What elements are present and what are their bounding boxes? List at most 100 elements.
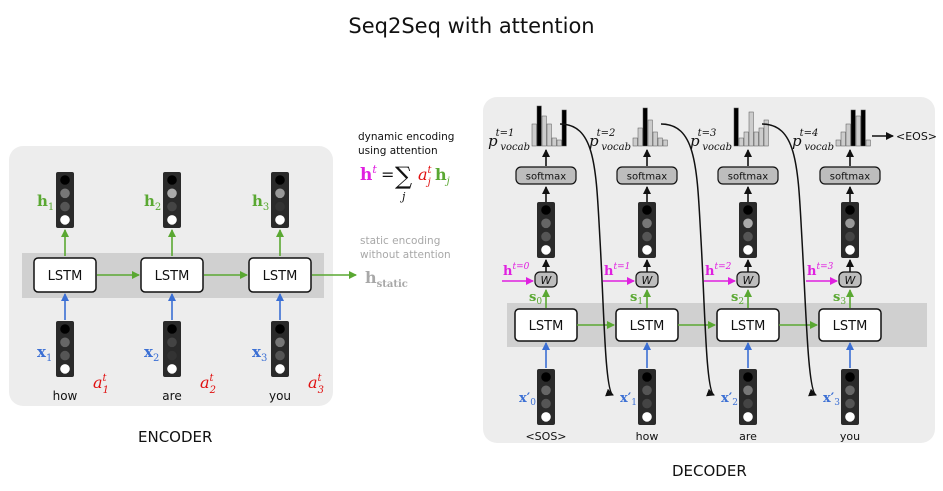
decoder-input-word: <SOS>	[525, 430, 566, 443]
formula-a: a	[418, 165, 428, 184]
encoder-input-label: x3	[252, 343, 267, 364]
encoder-hidden-label-part: h	[37, 192, 48, 210]
encoder-input-label-part: x	[37, 343, 47, 361]
decoder-output-vector	[537, 202, 555, 258]
decoder-output-vector-unit	[844, 217, 856, 229]
encoder-hidden-vector-unit	[166, 187, 178, 199]
vocab-prob-label-part: p	[589, 132, 599, 150]
vocab-distribution-bar	[845, 123, 851, 147]
context-label-part: h	[705, 264, 715, 279]
decoder-output-vector-unit	[844, 244, 856, 256]
decoder-lstm-cell-box	[818, 308, 882, 342]
encoder-attention-weight-part: 2	[209, 385, 216, 396]
vocab-distribution-bar	[763, 119, 769, 147]
attention-note-line1: dynamic encoding	[358, 131, 454, 143]
vocab-prob-label-part: t=1	[496, 128, 515, 139]
softmax-rect	[515, 166, 577, 185]
static-sub: static	[377, 279, 408, 290]
encoder-lstm-cell: LSTM	[140, 257, 204, 293]
decoder-input-vector-unit	[844, 411, 856, 423]
w-rect	[534, 271, 558, 288]
vocab-distribution-bar	[657, 137, 663, 147]
decoder-lstm-cell-label: LSTM	[630, 319, 665, 334]
state-label-part: s	[630, 290, 637, 305]
formula-lhs-sup: t	[372, 163, 377, 176]
encoder-input-label: x1	[37, 343, 52, 364]
decoder-input-vector-frame	[739, 369, 757, 425]
encoder-hidden-vector-unit	[166, 174, 178, 186]
encoder-hidden-label-part: 1	[48, 202, 54, 213]
state-label: s1	[630, 290, 643, 307]
w-rect	[838, 271, 862, 288]
encoder-hidden-vector-unit	[166, 201, 178, 213]
attention-w-box: W	[736, 271, 760, 288]
state-label: s0	[529, 290, 542, 307]
decoder-input-vector-unit	[742, 384, 754, 396]
decoder-input-label: x′1	[620, 391, 637, 408]
softmax-label: softmax	[526, 172, 566, 183]
encoder-lstm-cell-box	[248, 257, 312, 293]
vocab-distribution-bar	[835, 139, 841, 147]
encoder-input-label-part: x	[252, 343, 262, 361]
vocab-distribution-bar	[536, 105, 542, 147]
decoder-lstm-cell: LSTM	[514, 308, 578, 342]
w-label: W	[845, 274, 857, 287]
decoder-input-word-part: are	[739, 430, 757, 443]
decoder-input-label-part: x′	[519, 391, 531, 406]
encoder-hidden-vector-unit	[274, 187, 286, 199]
decoder-output-vector-unit	[540, 204, 552, 216]
encoder-attention-weight-part: a	[200, 373, 210, 392]
vocab-distribution-bar	[855, 115, 861, 147]
decoder-input-vector-unit	[844, 371, 856, 383]
softmax-rect	[717, 166, 779, 185]
attention-w-box: W	[635, 271, 659, 288]
decoder-input-label: x′3	[823, 391, 840, 408]
decoder-input-label-part: x′	[620, 391, 632, 406]
decoder-output-vector-unit	[641, 244, 653, 256]
encoder-hidden-vector-unit	[59, 214, 71, 226]
encoder-input-word-part: are	[162, 389, 181, 403]
encoder-input-vector-unit	[274, 323, 286, 335]
feedback-arrow	[761, 123, 817, 397]
encoder-input-word: are	[162, 389, 181, 403]
vocab-distribution-bar	[748, 111, 754, 147]
encoder-hidden-vector-unit	[274, 201, 286, 213]
vocab-distribution-bar	[662, 139, 668, 147]
state-label-part: 1	[637, 297, 643, 307]
encoder-input-vector-unit	[274, 349, 286, 362]
decoder-input-vector-unit	[742, 397, 754, 410]
decoder-output-vector	[739, 202, 757, 258]
encoder-lstm-cell-label: LSTM	[48, 269, 83, 284]
encoder-input-vector-unit	[166, 349, 178, 362]
decoder-output-vector-unit	[742, 244, 754, 256]
formula-sum-sub: j	[399, 190, 406, 203]
softmax-rect	[819, 166, 881, 185]
decoder-input-vector-unit	[742, 371, 754, 383]
encoder-label: ENCODER	[138, 428, 213, 446]
encoder-input-word: how	[53, 389, 78, 403]
softmax-label: softmax	[627, 172, 667, 183]
encoder-input-vector-unit	[59, 363, 71, 375]
vocab-distribution-bar	[541, 115, 547, 147]
encoder-input-vector	[271, 321, 289, 377]
decoder-input-word-part: you	[840, 430, 860, 443]
state-label-part: 2	[738, 297, 744, 307]
decoder-input-label-part: 1	[631, 398, 637, 408]
static-note-line1: static encoding	[360, 235, 440, 247]
encoder-input-vector-frame	[56, 321, 74, 377]
encoder-input-vector-unit	[166, 363, 178, 375]
vocab-distribution-bar	[637, 127, 643, 147]
state-label-part: 3	[840, 297, 846, 307]
feedback-arrow	[660, 123, 715, 397]
attention-note-line2: using attention	[358, 145, 438, 157]
encoder-input-word: you	[269, 389, 291, 403]
decoder-output-vector	[638, 202, 656, 258]
state-label-part: 0	[536, 297, 542, 307]
context-label: ht=2	[705, 262, 732, 279]
decoder-input-vector	[537, 369, 555, 425]
formula-sum: ∑	[395, 162, 412, 190]
